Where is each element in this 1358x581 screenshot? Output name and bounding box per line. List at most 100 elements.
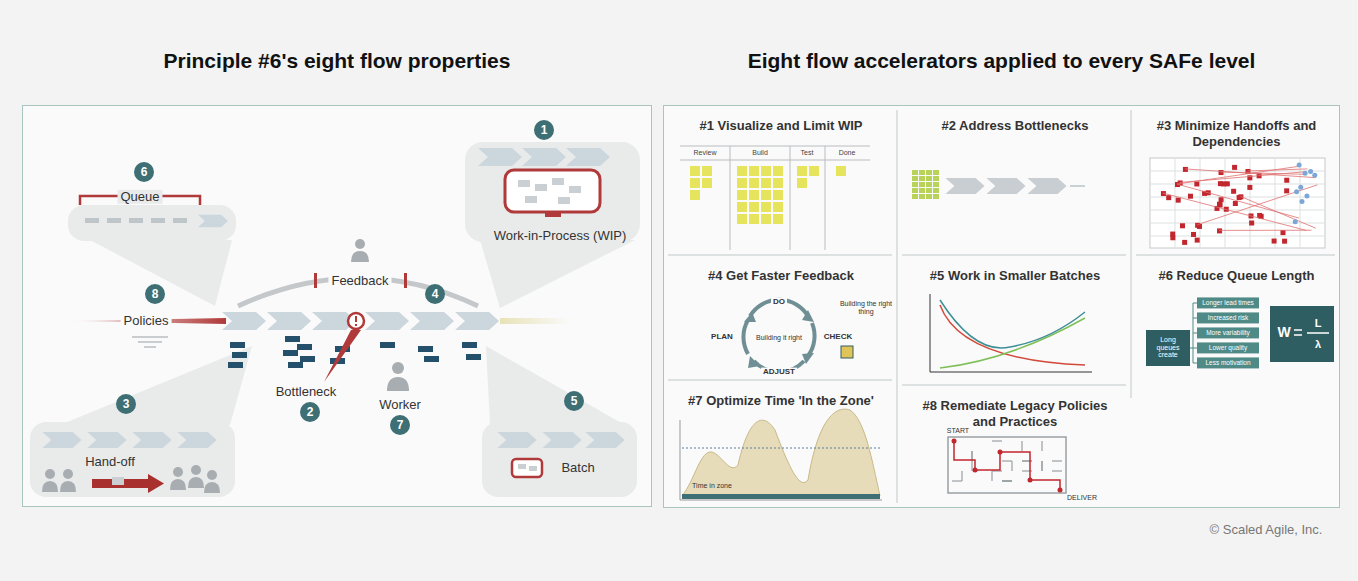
dependency xyxy=(1195,223,1200,228)
panel-grounds xyxy=(22,105,1340,508)
maze-label: DELIVER xyxy=(1067,494,1097,502)
work-item xyxy=(933,176,939,181)
callout-number: 8 xyxy=(145,284,165,304)
maze xyxy=(948,437,1066,493)
work-item xyxy=(912,194,918,199)
dependency xyxy=(1221,181,1226,186)
grid-line xyxy=(1150,210,1325,211)
maze-wall xyxy=(991,471,992,481)
work-item xyxy=(933,188,939,193)
column-header: Review xyxy=(694,149,717,157)
formula-symbol: λ xyxy=(1315,338,1321,350)
callout-number: 6 xyxy=(134,162,154,182)
dependency xyxy=(1280,230,1285,235)
work-item xyxy=(933,182,939,187)
cell-separators xyxy=(668,110,1335,503)
handoff-people xyxy=(42,465,220,493)
sticky-note xyxy=(690,166,700,176)
dependency xyxy=(1176,198,1181,203)
work-item xyxy=(919,194,925,199)
flow-regions xyxy=(30,142,640,497)
dependency xyxy=(1170,235,1175,240)
accelerator-cell: #1 Visualize and Limit WIP xyxy=(664,106,898,256)
queue-effect: Lower quality xyxy=(1197,342,1259,353)
callout-number: 5 xyxy=(564,391,584,411)
accelerator-cell: #4 Get Faster Feedback xyxy=(664,256,898,381)
bottleneck-pipeline xyxy=(912,170,1085,199)
sticky-note xyxy=(737,166,747,176)
kanban-board xyxy=(680,146,870,250)
maze-step xyxy=(952,439,957,444)
queue-items xyxy=(85,218,187,223)
batch-chart xyxy=(930,294,1092,372)
accelerator-cell: #2 Address Bottlenecks xyxy=(898,106,1132,256)
handoff-label: Hand-off xyxy=(82,455,138,469)
grid-line xyxy=(1150,171,1325,172)
accelerator-cell: #5 Work in Smaller Batches xyxy=(898,256,1132,386)
pdca-step: ADJUST xyxy=(761,368,797,377)
maze-wall xyxy=(1002,480,1012,481)
dependency xyxy=(1282,239,1287,244)
sticky-note xyxy=(737,190,747,200)
callout-number: 2 xyxy=(300,402,320,422)
sticky-note xyxy=(773,178,783,188)
team-dot xyxy=(1298,185,1303,190)
sticky-note xyxy=(773,214,783,224)
bottleneck-marker xyxy=(324,313,364,382)
dependency-link xyxy=(1163,193,1306,230)
dependency xyxy=(1272,239,1277,244)
dependency xyxy=(1182,240,1187,245)
bottleneck-label: Bottleneck xyxy=(276,385,337,399)
zone-chart xyxy=(680,409,882,500)
team-dot xyxy=(1304,194,1309,199)
team-dot xyxy=(1308,169,1313,174)
dependency xyxy=(1233,201,1238,206)
dependency-link xyxy=(1240,196,1315,228)
dependency xyxy=(1217,202,1222,207)
sticky-note xyxy=(761,166,771,176)
maze-step xyxy=(973,468,978,473)
dependency xyxy=(1191,232,1196,237)
work-item xyxy=(926,176,932,181)
grid-line xyxy=(1150,223,1325,224)
maze-wall xyxy=(1011,461,1012,471)
dependency-matrix xyxy=(1150,158,1325,248)
maze-wall xyxy=(1052,460,1062,461)
maze-step xyxy=(998,450,1003,455)
accelerator-cell: #7 Optimize Time 'In the Zone' xyxy=(664,381,898,509)
sticky-note xyxy=(749,178,759,188)
pdca-step: DO xyxy=(771,298,787,307)
queue-effect: Longer lead times xyxy=(1197,297,1259,308)
sticky-note xyxy=(761,214,771,224)
copyright: © Scaled Agile, Inc. xyxy=(1210,523,1323,537)
dependency xyxy=(1195,238,1200,243)
maze-wall xyxy=(1002,480,1012,481)
dependency xyxy=(1231,189,1236,194)
team-dot xyxy=(1299,199,1304,204)
cell-title: #7 Optimize Time 'In the Zone' xyxy=(670,393,892,409)
cell-title: #6 Reduce Queue Length xyxy=(1142,268,1332,284)
maze-wall xyxy=(961,471,962,481)
dependency-link xyxy=(1197,185,1317,225)
maze-wall xyxy=(1041,461,1042,471)
dependency-link xyxy=(1247,169,1307,171)
dependency xyxy=(1232,165,1237,170)
sticky-note xyxy=(702,166,712,176)
chart-note: Time in zone xyxy=(692,482,732,490)
sticky-note xyxy=(761,202,771,212)
panel-heading: Eight flow accelerators applied to every… xyxy=(664,49,1339,73)
formula-symbol: W xyxy=(1277,325,1290,340)
pdca-step: CHECK xyxy=(822,333,854,342)
sticky-note xyxy=(737,202,747,212)
work-item xyxy=(912,188,918,193)
work-item xyxy=(926,194,932,199)
batch-box xyxy=(512,459,542,477)
cell-title: #3 Minimize Handoffs and Dependencies xyxy=(1142,118,1332,151)
cell-title: #5 Work in Smaller Batches xyxy=(908,268,1122,284)
maze-wall xyxy=(1052,470,1062,471)
sticky-note xyxy=(690,190,700,200)
accelerator-cell: #8 Remediate Legacy Policies and Practic… xyxy=(898,386,1132,509)
column-header: Build xyxy=(752,149,768,157)
sticky-note xyxy=(773,166,783,176)
formula-symbol: L xyxy=(1315,317,1322,329)
